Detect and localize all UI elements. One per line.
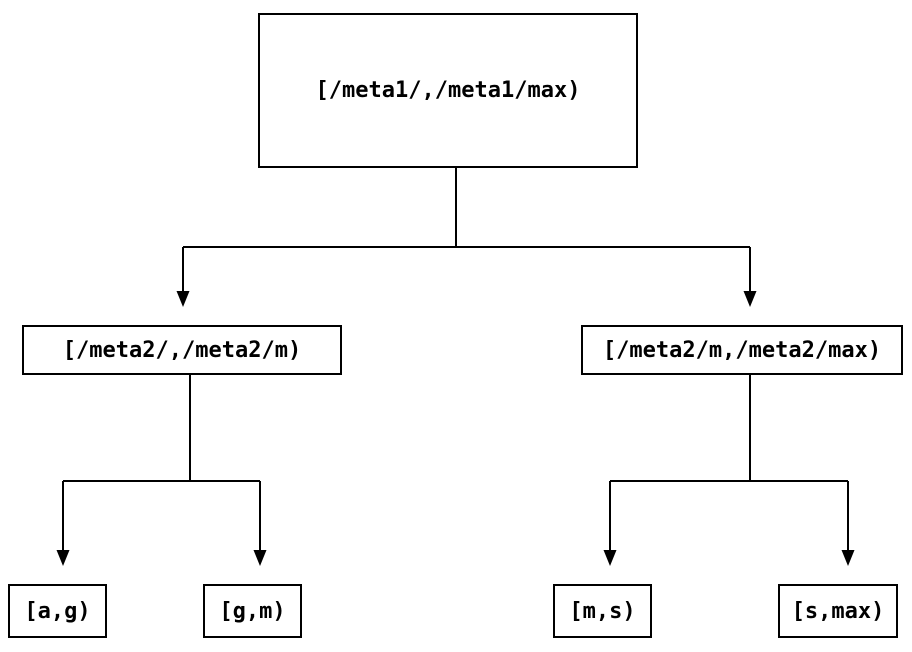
node-root: [/meta1/,/meta1/max) (258, 13, 638, 168)
node-leaf-m-s-label: [m,s) (569, 598, 636, 624)
edge-root-to-children (176, 168, 757, 307)
arrow-down-icon (176, 291, 190, 307)
arrow-down-icon (743, 291, 757, 307)
node-leaf-g-m: [g,m) (203, 584, 302, 638)
node-left-child: [/meta2/,/meta2/m) (22, 325, 342, 375)
node-right-child: [/meta2/m,/meta2/max) (581, 325, 903, 375)
node-right-child-label: [/meta2/m,/meta2/max) (602, 337, 882, 363)
edge-right-to-leaves (603, 375, 855, 566)
node-leaf-a-g: [a,g) (8, 584, 107, 638)
node-leaf-m-s: [m,s) (553, 584, 652, 638)
edge-root-lines (182, 168, 751, 291)
arrow-down-icon (841, 550, 855, 566)
edge-right-lines (609, 375, 849, 550)
arrow-down-icon (56, 550, 70, 566)
node-left-child-label: [/meta2/,/meta2/m) (62, 337, 302, 363)
node-root-label: [/meta1/,/meta1/max) (315, 78, 581, 103)
edge-left-lines (62, 375, 261, 550)
arrow-down-icon (253, 550, 267, 566)
node-leaf-s-max-label: [s,max) (791, 598, 885, 624)
edge-left-to-leaves (56, 375, 267, 566)
node-leaf-g-m-label: [g,m) (219, 598, 286, 624)
node-leaf-a-g-label: [a,g) (24, 598, 91, 624)
arrow-down-icon (603, 550, 617, 566)
node-leaf-s-max: [s,max) (778, 584, 898, 638)
